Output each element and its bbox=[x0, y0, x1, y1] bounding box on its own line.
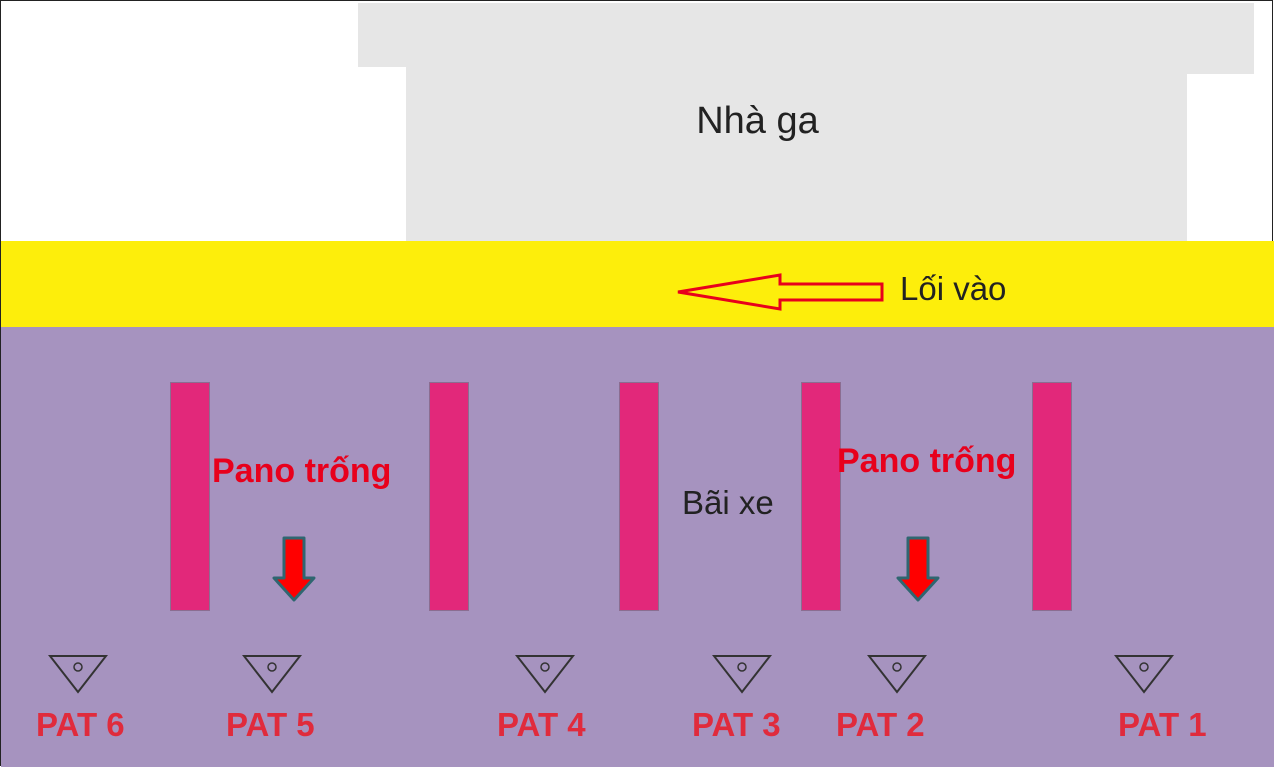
advertising-panel bbox=[1033, 383, 1071, 610]
advertising-panel bbox=[171, 383, 209, 610]
down-arrow-icon bbox=[272, 536, 316, 602]
pat-label: PAT 5 bbox=[226, 706, 315, 743]
pat-label: PAT 6 bbox=[36, 706, 125, 743]
entrance-label: Lối vào bbox=[900, 270, 1007, 307]
advertising-panel bbox=[620, 383, 658, 610]
pat-label: PAT 4 bbox=[497, 706, 586, 743]
blank-panel-label: Pano trống bbox=[837, 442, 1017, 480]
pat-marker-icon bbox=[515, 655, 575, 694]
pat-marker-icon bbox=[867, 655, 927, 694]
entrance-lane bbox=[1, 241, 1274, 327]
pat-marker-icon bbox=[242, 655, 302, 694]
entrance-arrow-icon bbox=[677, 273, 884, 311]
station-building bbox=[406, 60, 1187, 242]
blank-panel-label: Pano trống bbox=[212, 452, 392, 490]
pat-marker-icon bbox=[1114, 655, 1174, 694]
advertising-panel bbox=[430, 383, 468, 610]
parking-label: Bãi xe bbox=[682, 484, 774, 521]
station-building-ledge bbox=[1187, 60, 1254, 74]
pat-label: PAT 1 bbox=[1118, 706, 1207, 743]
pat-label: PAT 3 bbox=[692, 706, 781, 743]
pat-label: PAT 2 bbox=[836, 706, 925, 743]
down-arrow-icon bbox=[896, 536, 940, 602]
pat-marker-icon bbox=[48, 655, 108, 694]
station-building-top bbox=[358, 3, 1254, 67]
pat-marker-icon bbox=[712, 655, 772, 694]
advertising-panel bbox=[802, 383, 840, 610]
station-label: Nhà ga bbox=[696, 100, 819, 142]
